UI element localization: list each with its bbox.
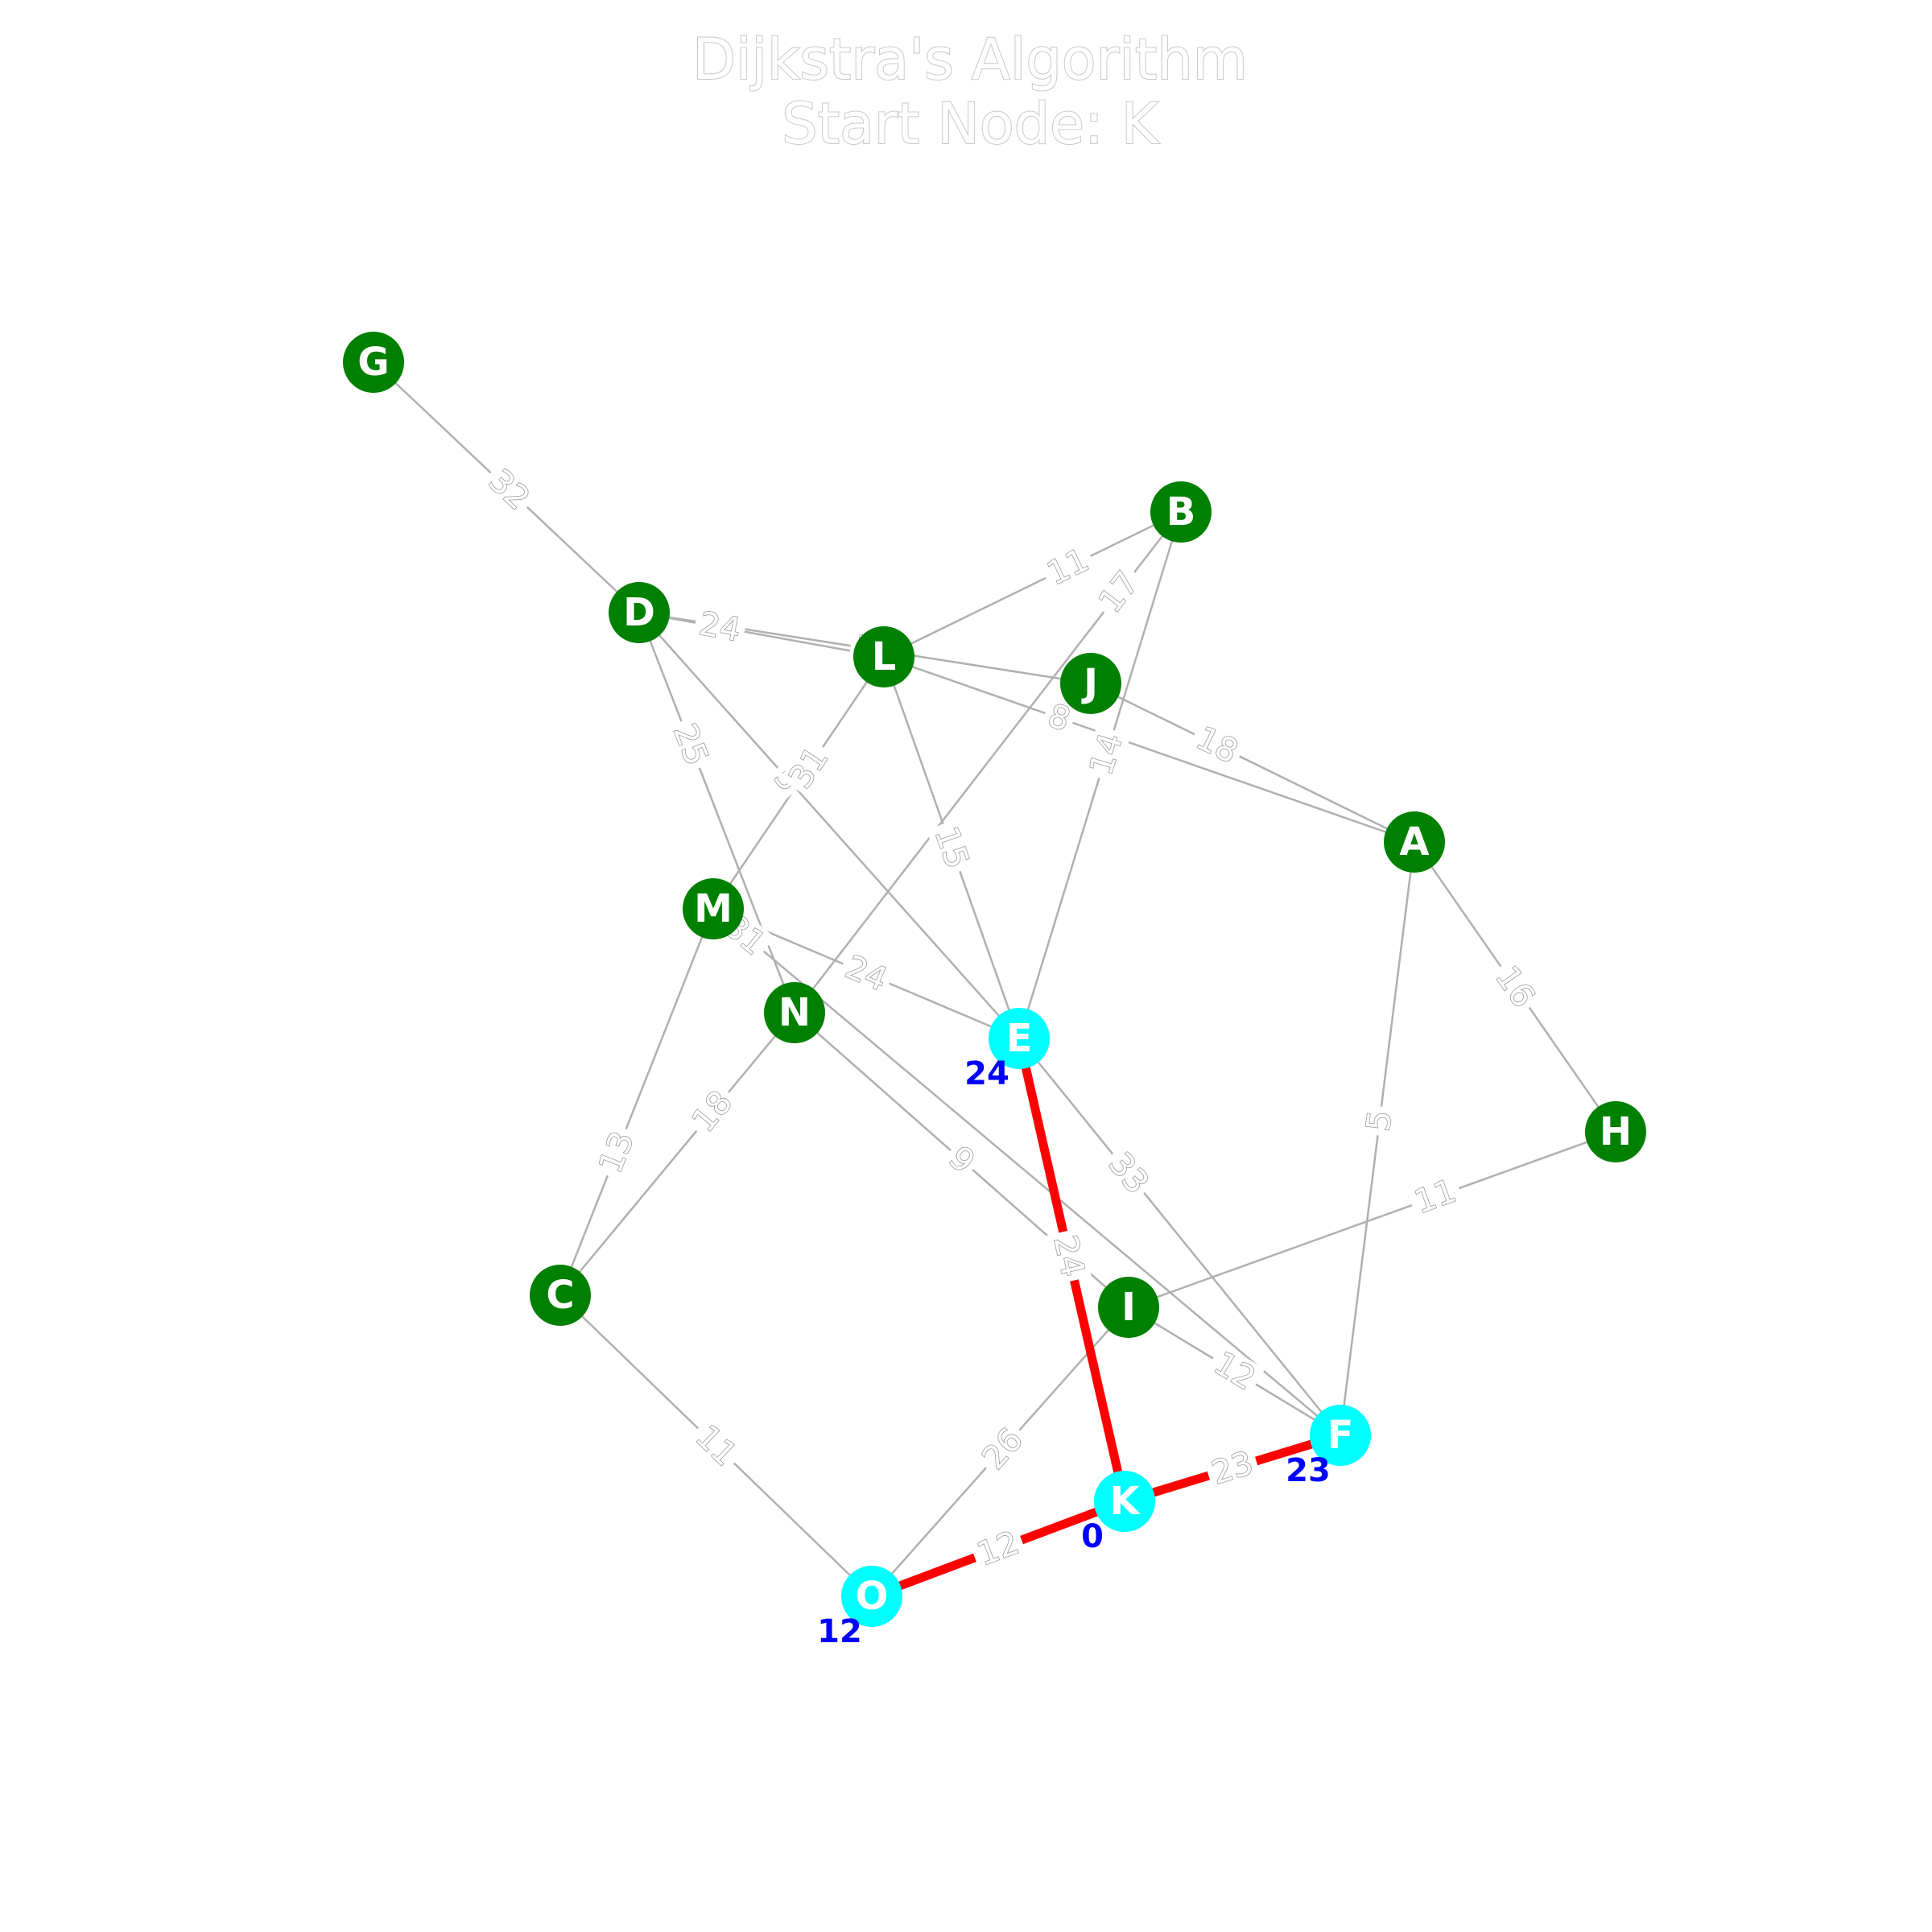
node-circle-I <box>1098 1277 1159 1338</box>
distance-label-F: 23 <box>1286 1452 1331 1489</box>
edge-E-F <box>1018 1038 1341 1436</box>
edge-L-A <box>883 655 1415 844</box>
node-circle-J <box>1060 653 1121 714</box>
edge-weight-bg <box>926 818 977 877</box>
edge-weight-text: 24 <box>696 605 743 649</box>
edge-weight-bg <box>1039 696 1079 740</box>
node-circle-G <box>343 332 404 393</box>
edge-weight-label-J-A: 18 <box>1187 718 1248 773</box>
node-J: J <box>1060 653 1121 714</box>
edge-weight-bg <box>683 1080 742 1142</box>
node-N: N <box>764 982 825 1043</box>
node-H: H <box>1585 1101 1646 1162</box>
node-circle-B <box>1150 481 1212 543</box>
node-label-L: L <box>872 634 897 679</box>
edge-M-C <box>559 908 715 1296</box>
node-label-K: K <box>1109 1479 1141 1524</box>
edge-weight-bg <box>1360 1104 1399 1137</box>
node-label-A: A <box>1399 819 1429 865</box>
node-label-O: O <box>856 1574 889 1619</box>
node-label-C: C <box>546 1273 574 1318</box>
node-label-B: B <box>1166 489 1196 535</box>
node-G: G <box>343 332 404 393</box>
node-label-F: F <box>1327 1413 1354 1458</box>
distance-label-K: 0 <box>1081 1518 1104 1555</box>
edge-weight-bg <box>1203 1343 1265 1400</box>
node-circle-F <box>1310 1405 1371 1466</box>
diagram-subtitle: Start Node: K <box>782 91 1160 157</box>
node-label-G: G <box>357 340 389 385</box>
distance-label-O: 12 <box>817 1613 862 1650</box>
edge-weight-bg <box>691 605 748 650</box>
node-circle-K <box>1094 1471 1155 1532</box>
node-circle-O <box>841 1566 902 1627</box>
edge-J-A <box>1090 682 1415 844</box>
node-I: I <box>1098 1277 1159 1338</box>
node-C: C <box>530 1265 591 1326</box>
node-label-D: D <box>623 590 655 635</box>
edge-H-I <box>1128 1130 1616 1309</box>
edge-weight-bg <box>664 715 716 774</box>
edge-N-C <box>559 1012 795 1296</box>
edge-weight-bg <box>1046 1228 1092 1285</box>
edge-weight-bg <box>1082 724 1131 783</box>
edge-weight-bg <box>1203 1443 1262 1493</box>
edge-weight-bg <box>939 1137 985 1183</box>
edge-weight-bg <box>685 1415 747 1476</box>
distance-label-E: 24 <box>964 1055 1009 1092</box>
edge-weight-bg <box>968 1523 1028 1575</box>
node-circle-M <box>683 878 744 939</box>
node-circle-C <box>530 1265 591 1326</box>
edge-weight-label-A-F: 5 <box>1360 1104 1400 1137</box>
node-label-N: N <box>778 990 811 1035</box>
edge-weight-label-D-L: 24 <box>691 605 748 650</box>
node-circle-H <box>1585 1101 1646 1162</box>
node-L: L <box>853 626 914 687</box>
edge-weight-text: 5 <box>1360 1108 1399 1133</box>
node-circle-A <box>1384 811 1445 873</box>
node-label-M: M <box>694 886 733 931</box>
diagram-title: Dijkstra's Algorithm <box>692 27 1248 93</box>
edge-D-E <box>638 612 1020 1039</box>
node-label-J: J <box>1081 661 1098 706</box>
node-label-E: E <box>1006 1016 1033 1061</box>
edge-weight-bg <box>1486 956 1544 1018</box>
node-F: F23 <box>1286 1405 1371 1489</box>
edge-weight-bg <box>1089 561 1149 623</box>
edge-weight-bg <box>1406 1171 1465 1222</box>
node-label-H: H <box>1600 1109 1632 1154</box>
edge-weight-bg <box>478 460 539 520</box>
node-M: M <box>683 878 744 939</box>
edge-weight-bg <box>836 947 897 1000</box>
node-E: E24 <box>964 1008 1050 1092</box>
edge-weight-bg <box>972 1418 1033 1480</box>
node-O: O12 <box>817 1566 902 1650</box>
node-circle-L <box>853 626 914 687</box>
node-B: B <box>1150 481 1212 543</box>
node-A: A <box>1384 811 1445 873</box>
node-circle-N <box>764 982 825 1043</box>
node-label-I: I <box>1121 1285 1136 1330</box>
node-K: K0 <box>1081 1471 1155 1555</box>
edge-weight-bg <box>1038 540 1099 594</box>
edge-weight-bg <box>591 1122 643 1183</box>
edge-weight-bg <box>780 737 838 799</box>
edge-D-N <box>638 612 796 1013</box>
edge-A-F <box>1339 841 1416 1436</box>
node-circle-D <box>609 582 670 643</box>
node-circle-E <box>989 1008 1050 1069</box>
node-D: D <box>609 582 670 643</box>
edge-B-L <box>883 510 1182 658</box>
edge-weight-bg <box>1099 1142 1158 1204</box>
edge-weight-bg <box>1187 718 1248 773</box>
